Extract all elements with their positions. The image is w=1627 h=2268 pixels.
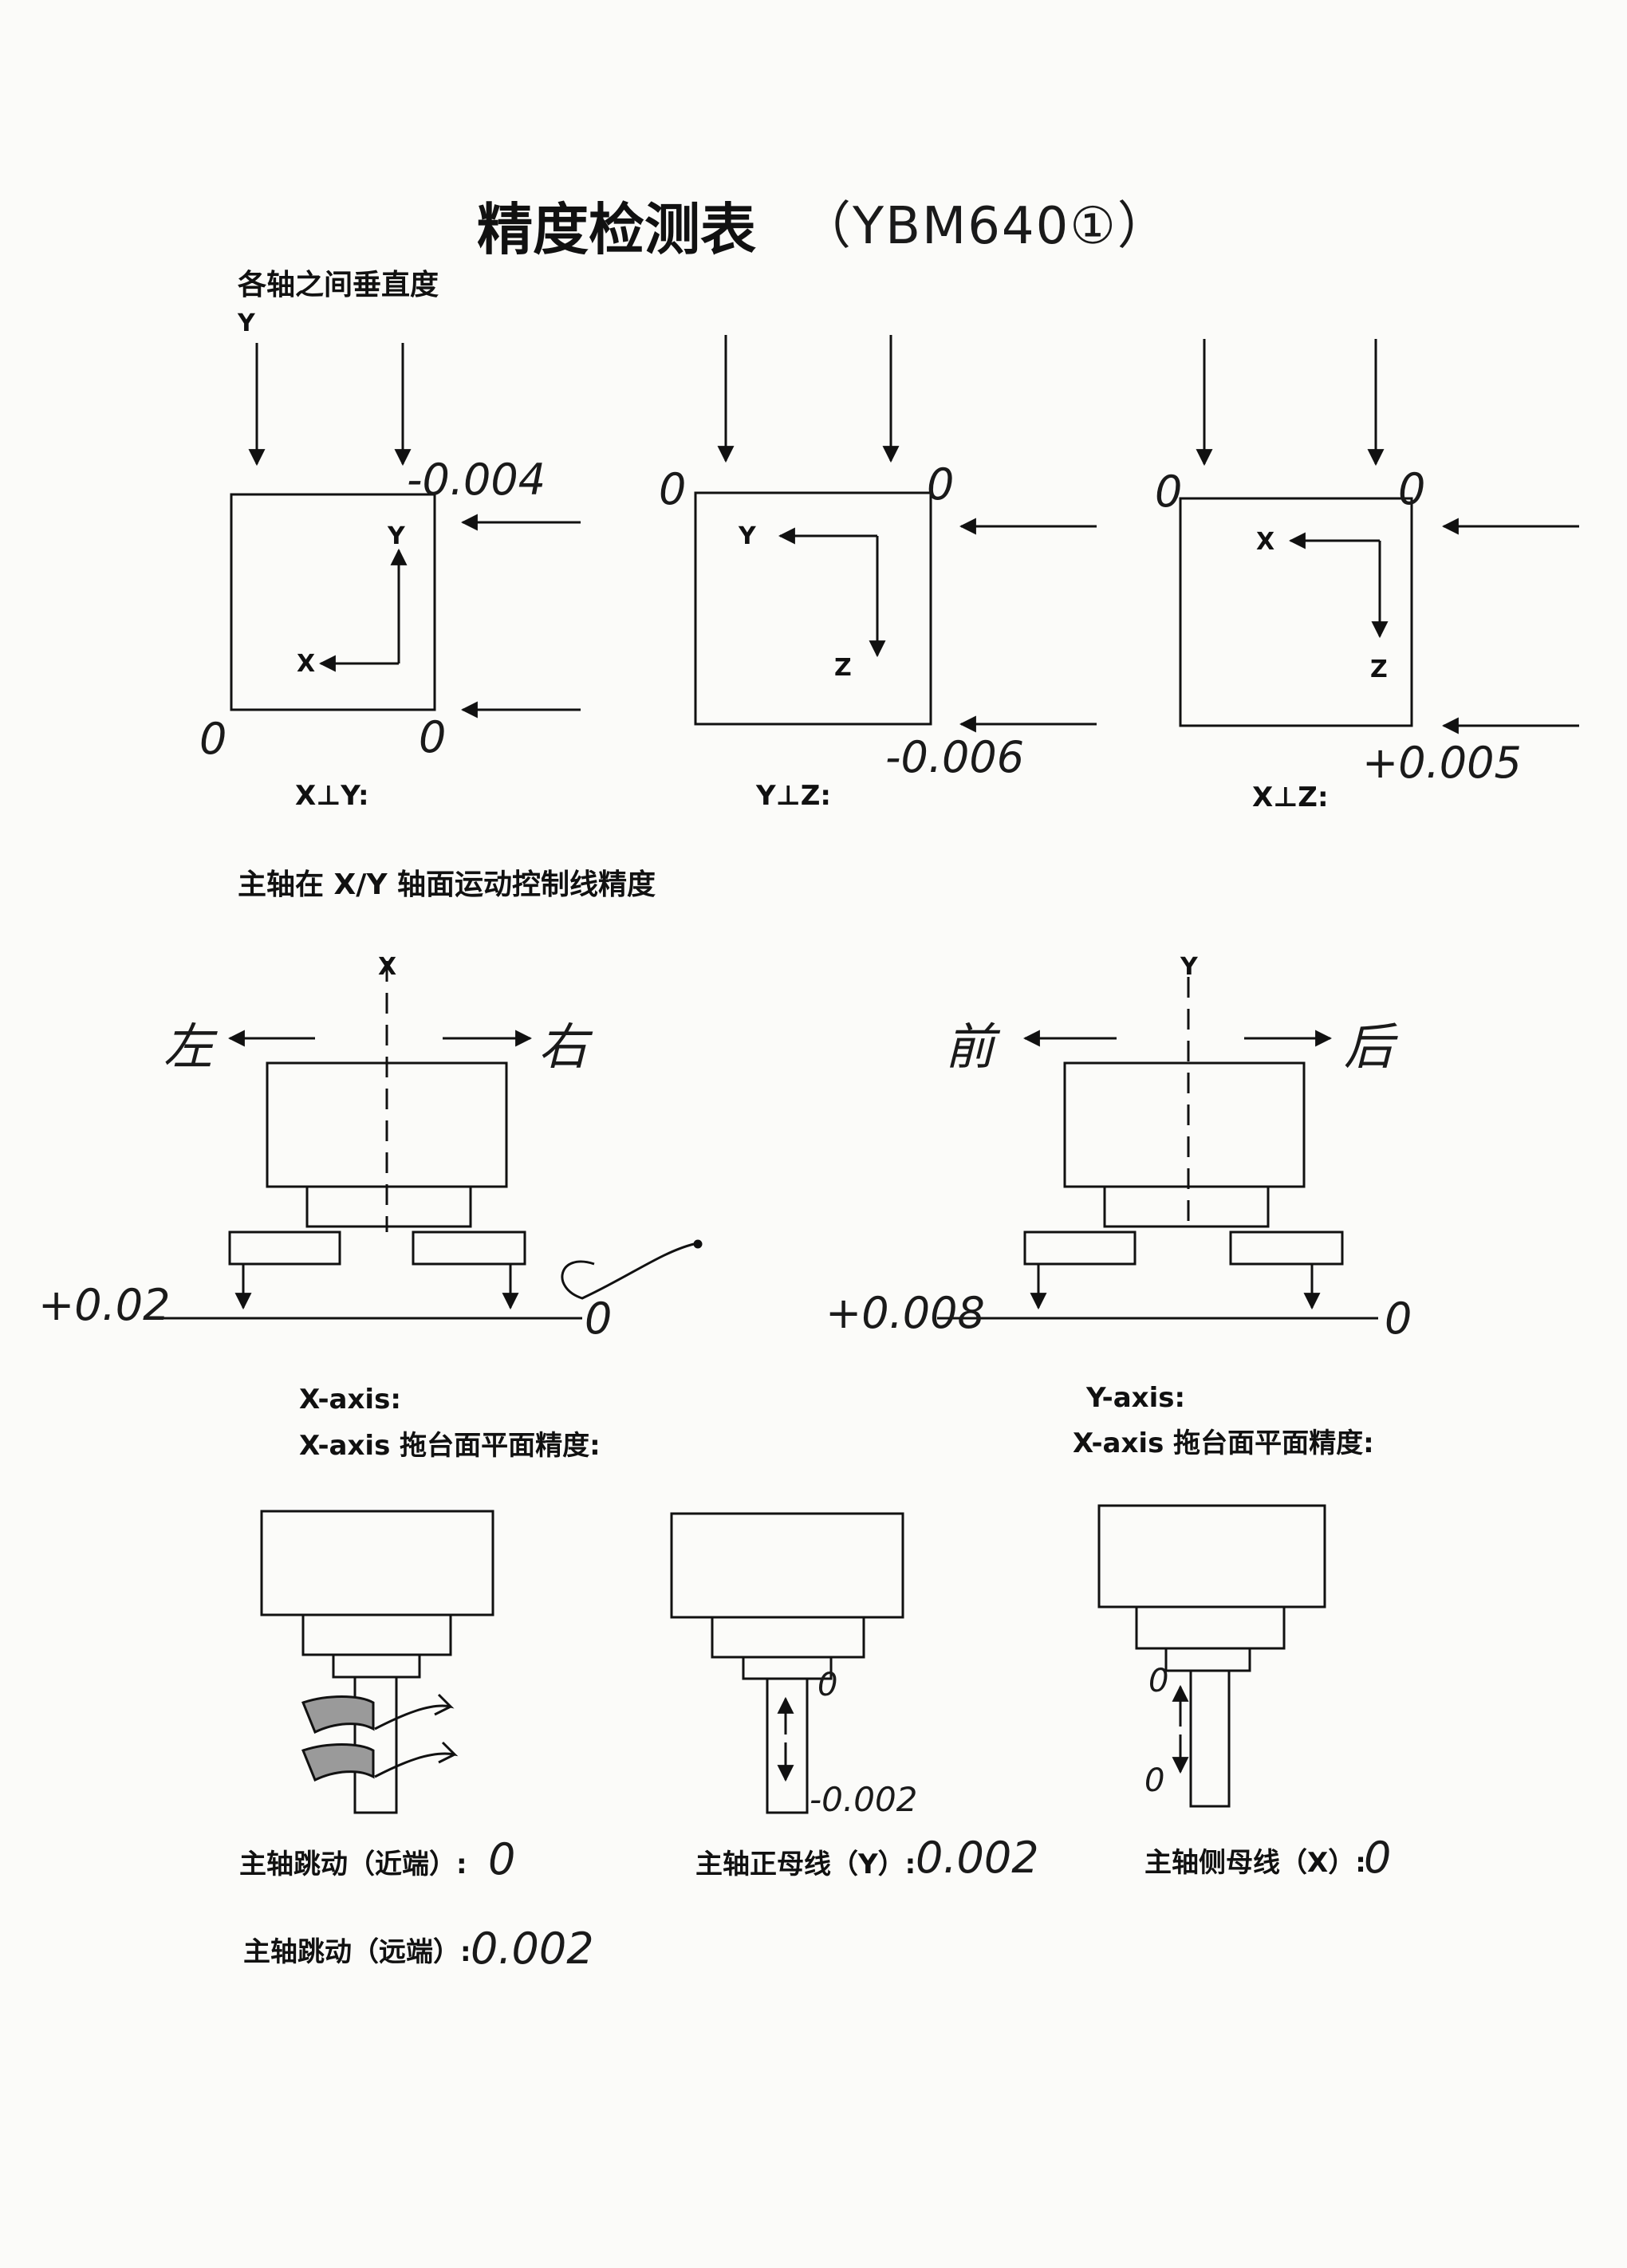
value-x-right: 0 (585, 1293, 613, 1344)
caption-x-perp-z: X⊥Z: (1252, 782, 1329, 813)
top-axis-label: Y (238, 309, 255, 337)
side-mark-top: 0 (1148, 1663, 1169, 1699)
direction-back-label: 后 (1344, 1018, 1394, 1076)
spindle-runout-diagram (260, 1510, 494, 1814)
value-yz-bottom-right: -0.006 (885, 732, 1025, 782)
inner-z-label: Z (1370, 656, 1388, 683)
spindle-step-1 (1135, 1605, 1286, 1650)
spindle-head (260, 1510, 494, 1616)
right-probe-block (412, 1230, 526, 1266)
model-number-handwritten: （YBM640①） (800, 197, 1170, 256)
runout-near-value: 0 (488, 1834, 516, 1884)
value-xy-top-right: -0.004 (407, 455, 546, 505)
direction-left-label: 左 (163, 1018, 214, 1076)
zero-xy-bottom-right: 0 (419, 712, 447, 762)
spindle-head (1063, 1061, 1306, 1188)
zero-yz-top-right: 0 (927, 459, 955, 510)
axis-x-label: X (378, 953, 397, 981)
zero-yz-top-left: 0 (659, 464, 687, 514)
diagram-y-perp-z (694, 335, 1097, 733)
spindle-step-1 (711, 1616, 865, 1659)
rotation-arrow-lower (374, 1741, 459, 1778)
square-frame (694, 491, 932, 726)
spindle-step-1 (301, 1613, 452, 1656)
side-generatrix-value: 0 (1364, 1833, 1392, 1883)
runout-far-value: 0.002 (471, 1923, 594, 1974)
caption-x-perp-y: X⊥Y: (295, 780, 369, 812)
inner-y-label: Y (739, 522, 756, 550)
value-y-left: +0.008 (825, 1288, 985, 1338)
runout-far-label: 主轴跳动（远端）: (243, 1936, 471, 1968)
value-y-right: 0 (1385, 1293, 1412, 1344)
inner-y-label: Y (388, 522, 405, 550)
square-frame (1179, 497, 1413, 727)
front-generatrix-label: 主轴正母线（Y）: (695, 1849, 916, 1880)
spindle-step-2 (332, 1653, 421, 1679)
spindle-head (1097, 1504, 1326, 1608)
rotation-arrow-upper (374, 1693, 455, 1731)
inner-x-label: X (1256, 528, 1275, 556)
subcaption-x-axis: X-axis 拖台面平面精度: (299, 1430, 601, 1462)
zero-xy-bottom-left: 0 (199, 714, 227, 764)
front-generatrix-diagram (670, 1512, 904, 1814)
inner-x-label: X (297, 650, 316, 678)
front-generatrix-value: 0.002 (916, 1833, 1039, 1883)
runout-near-label: 主轴跳动（近端）: (239, 1849, 467, 1880)
section-heading-perpendicularity: 各轴之间垂直度 (238, 269, 439, 301)
page-title: 精度检测表 (477, 196, 756, 262)
side-generatrix-diagram (1097, 1504, 1326, 1808)
value-x-left: +0.02 (38, 1280, 171, 1330)
subcaption-y-axis: X-axis 拖台面平面精度: (1073, 1427, 1374, 1459)
direction-front-label: 前 (945, 1018, 995, 1076)
side-mark-bottom: 0 (1144, 1762, 1165, 1799)
spindle-neck (305, 1185, 472, 1228)
direction-right-label: 右 (538, 1018, 589, 1076)
left-probe-block (1023, 1230, 1137, 1266)
zero-xz-top-left: 0 (1155, 467, 1183, 517)
spindle-motion-y (937, 977, 1378, 1320)
spindle-shaft (766, 1677, 809, 1814)
caption-y-perp-z: Y⊥Z: (756, 780, 831, 812)
side-generatrix-label: 主轴侧母线（X）: (1144, 1847, 1366, 1879)
right-probe-block (1229, 1230, 1344, 1266)
spindle-motion-x (144, 961, 703, 1320)
diagram-x-perp-y (230, 343, 581, 719)
diagram-x-perp-z (1179, 339, 1579, 734)
axis-y-label: Y (1180, 953, 1198, 981)
square-frame (230, 493, 436, 711)
inner-z-label: Z (834, 654, 852, 682)
spindle-step-2 (1164, 1647, 1251, 1672)
spindle-shaft (1189, 1669, 1231, 1808)
rotation-band-upper (301, 1695, 375, 1734)
spindle-head (670, 1512, 904, 1619)
section-heading-spindle-motion: 主轴在 X/Y 轴面运动控制线精度 (238, 868, 656, 901)
rotation-band-lower (301, 1743, 375, 1782)
caption-x-axis: X-axis: (299, 1384, 401, 1416)
caption-y-axis: Y-axis: (1086, 1382, 1186, 1414)
left-probe-block (228, 1230, 341, 1266)
front-mark-top: 0 (817, 1667, 838, 1703)
handwritten-scribble (561, 1242, 695, 1300)
value-xz-bottom-right: +0.005 (1362, 738, 1522, 788)
spindle-neck (1103, 1185, 1270, 1228)
zero-xz-top-right: 0 (1398, 464, 1426, 514)
front-mark-bottom: -0.002 (810, 1780, 918, 1819)
